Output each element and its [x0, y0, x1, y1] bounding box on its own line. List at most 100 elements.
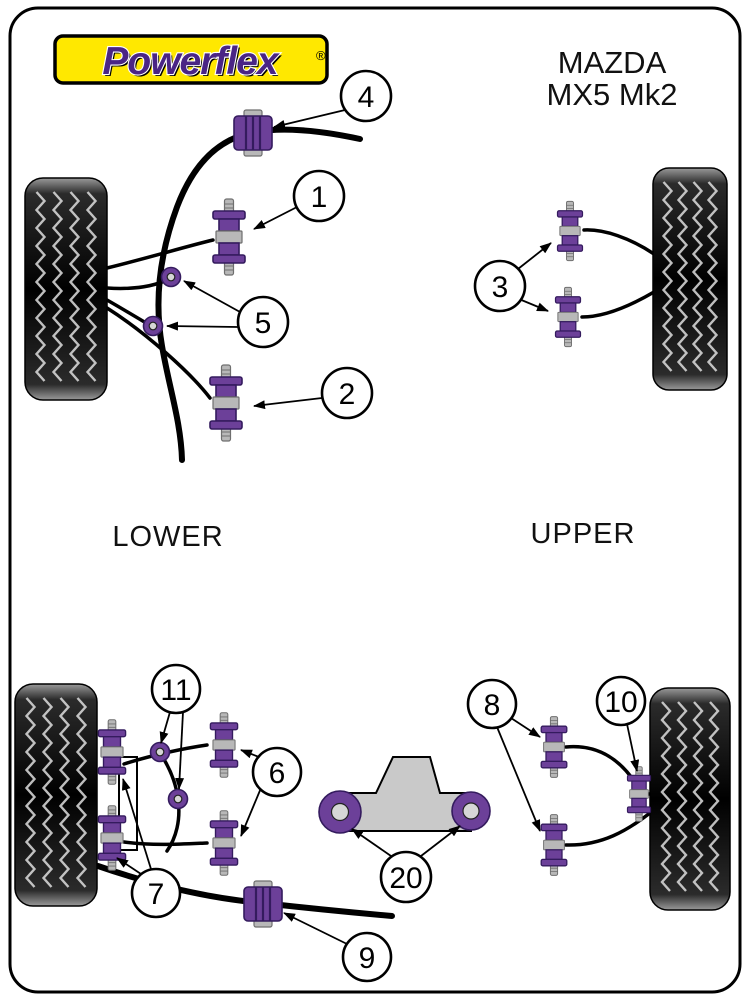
callout-arrow [420, 825, 461, 857]
callout-arrow [517, 242, 552, 270]
tire-front-right [652, 167, 728, 391]
callout-circle [150, 663, 202, 715]
registered-mark: ® [316, 48, 326, 63]
callout-arrow [518, 298, 549, 312]
callout-number: 4 [358, 81, 375, 114]
front-upper-assembly: 3 [473, 167, 728, 391]
bushing-item-2 [209, 364, 243, 442]
anti-roll-bar [155, 126, 363, 463]
callout-7: 7 [116, 778, 182, 919]
callout-number: 7 [148, 878, 165, 911]
subframe-bush-right-bore [462, 802, 480, 820]
control-arm [564, 744, 638, 786]
callout-circle [466, 678, 518, 730]
callout-arrow [283, 912, 348, 945]
front-lower-assembly: 4 1 5 2 [24, 69, 393, 463]
callout-circle [320, 366, 374, 420]
callout-6: 6 [240, 746, 303, 837]
hub-bracket [118, 756, 138, 851]
control-arm [580, 290, 656, 319]
control-arm [105, 306, 212, 400]
callout-arrow [240, 749, 260, 759]
callout-9: 9 [283, 912, 393, 983]
tire-tread-line [75, 697, 88, 888]
bushing-item-8a [540, 715, 568, 779]
callout-arrow [166, 321, 239, 331]
bushing-item-3a [556, 200, 584, 262]
tire-tread-line [24, 697, 37, 888]
callout-arrow [510, 717, 541, 738]
callout-circle [379, 850, 433, 904]
callout-5: 5 [166, 280, 290, 349]
control-arm [122, 840, 209, 847]
callout-arrow [626, 723, 640, 772]
callout-arrow [159, 711, 171, 744]
subframe-body [337, 756, 472, 832]
subframe-bush-left-bore [330, 802, 350, 822]
tire-tread-line [85, 191, 98, 382]
logo-text: Powerflex [102, 40, 280, 83]
bushing-item-10 [626, 766, 652, 822]
callout-arrow [183, 280, 241, 313]
callout-number: 5 [255, 307, 272, 340]
tire-tread-line [691, 181, 704, 372]
callout-11: 11 [150, 663, 202, 790]
lower-section-label: LOWER [112, 521, 223, 553]
tire-tread-line [660, 701, 672, 892]
callout-arrow [273, 109, 346, 129]
tire-tread-line [34, 191, 47, 382]
callout-circle [595, 675, 647, 727]
callout-arrow [116, 857, 142, 875]
powerflex-logo: Powerflex Powerflex ® [53, 34, 329, 85]
callout-circle [339, 69, 393, 123]
rear-subframe-assembly: 20 [318, 756, 491, 904]
callout-arrow [253, 206, 298, 230]
tire-tread-line [41, 697, 54, 888]
callout-arrow [121, 778, 152, 870]
callout-circle [473, 259, 527, 313]
logo-text-shadow: Powerflex [104, 42, 282, 85]
callout-arrow [240, 787, 262, 837]
small-bush-item-5a [160, 266, 182, 288]
page-border [8, 6, 742, 994]
tire-tread-line [708, 701, 720, 892]
callout-arrow [496, 726, 541, 832]
callout-number: 11 [160, 674, 191, 707]
tire-tread-line [692, 701, 704, 892]
callout-10: 10 [595, 675, 647, 772]
callout-arrow [351, 828, 392, 857]
bushing-item-8b [540, 813, 568, 877]
callout-4: 4 [273, 69, 393, 129]
callout-circle [251, 746, 303, 798]
callout-circle [292, 169, 346, 223]
tire-tread-line [676, 181, 689, 372]
callout-8: 8 [466, 678, 541, 832]
callout-circle [341, 931, 393, 983]
tire-front-left [24, 177, 108, 401]
anti-roll-bar-bush-item-9 [242, 879, 284, 929]
callout-number: 6 [269, 757, 286, 790]
tire-rear-left [14, 683, 98, 907]
control-arm [105, 238, 215, 270]
upper-section-label: UPPER [531, 518, 636, 550]
callout-number: 10 [604, 686, 637, 719]
control-arm [582, 228, 656, 256]
rear-right-assembly: 8 10 [466, 675, 731, 911]
callout-number: 8 [484, 689, 501, 722]
small-bush-item-5b [142, 315, 164, 337]
rear-left-assembly: 11 6 7 9 [14, 663, 395, 983]
logo-background [53, 34, 329, 85]
vehicle-model: MX5 Mk2 [547, 77, 678, 112]
tire-tread-line [661, 181, 674, 372]
callout-2: 2 [253, 366, 374, 420]
callout-number: 1 [311, 181, 328, 214]
control-arm [564, 811, 652, 847]
callout-number: 9 [359, 942, 376, 975]
callout-arrow [253, 397, 323, 410]
callout-number: 3 [492, 271, 509, 304]
small-bush-item-11b [167, 788, 189, 810]
tire-tread-line [58, 697, 71, 888]
anti-roll-bar-bush-item-4 [232, 108, 274, 158]
